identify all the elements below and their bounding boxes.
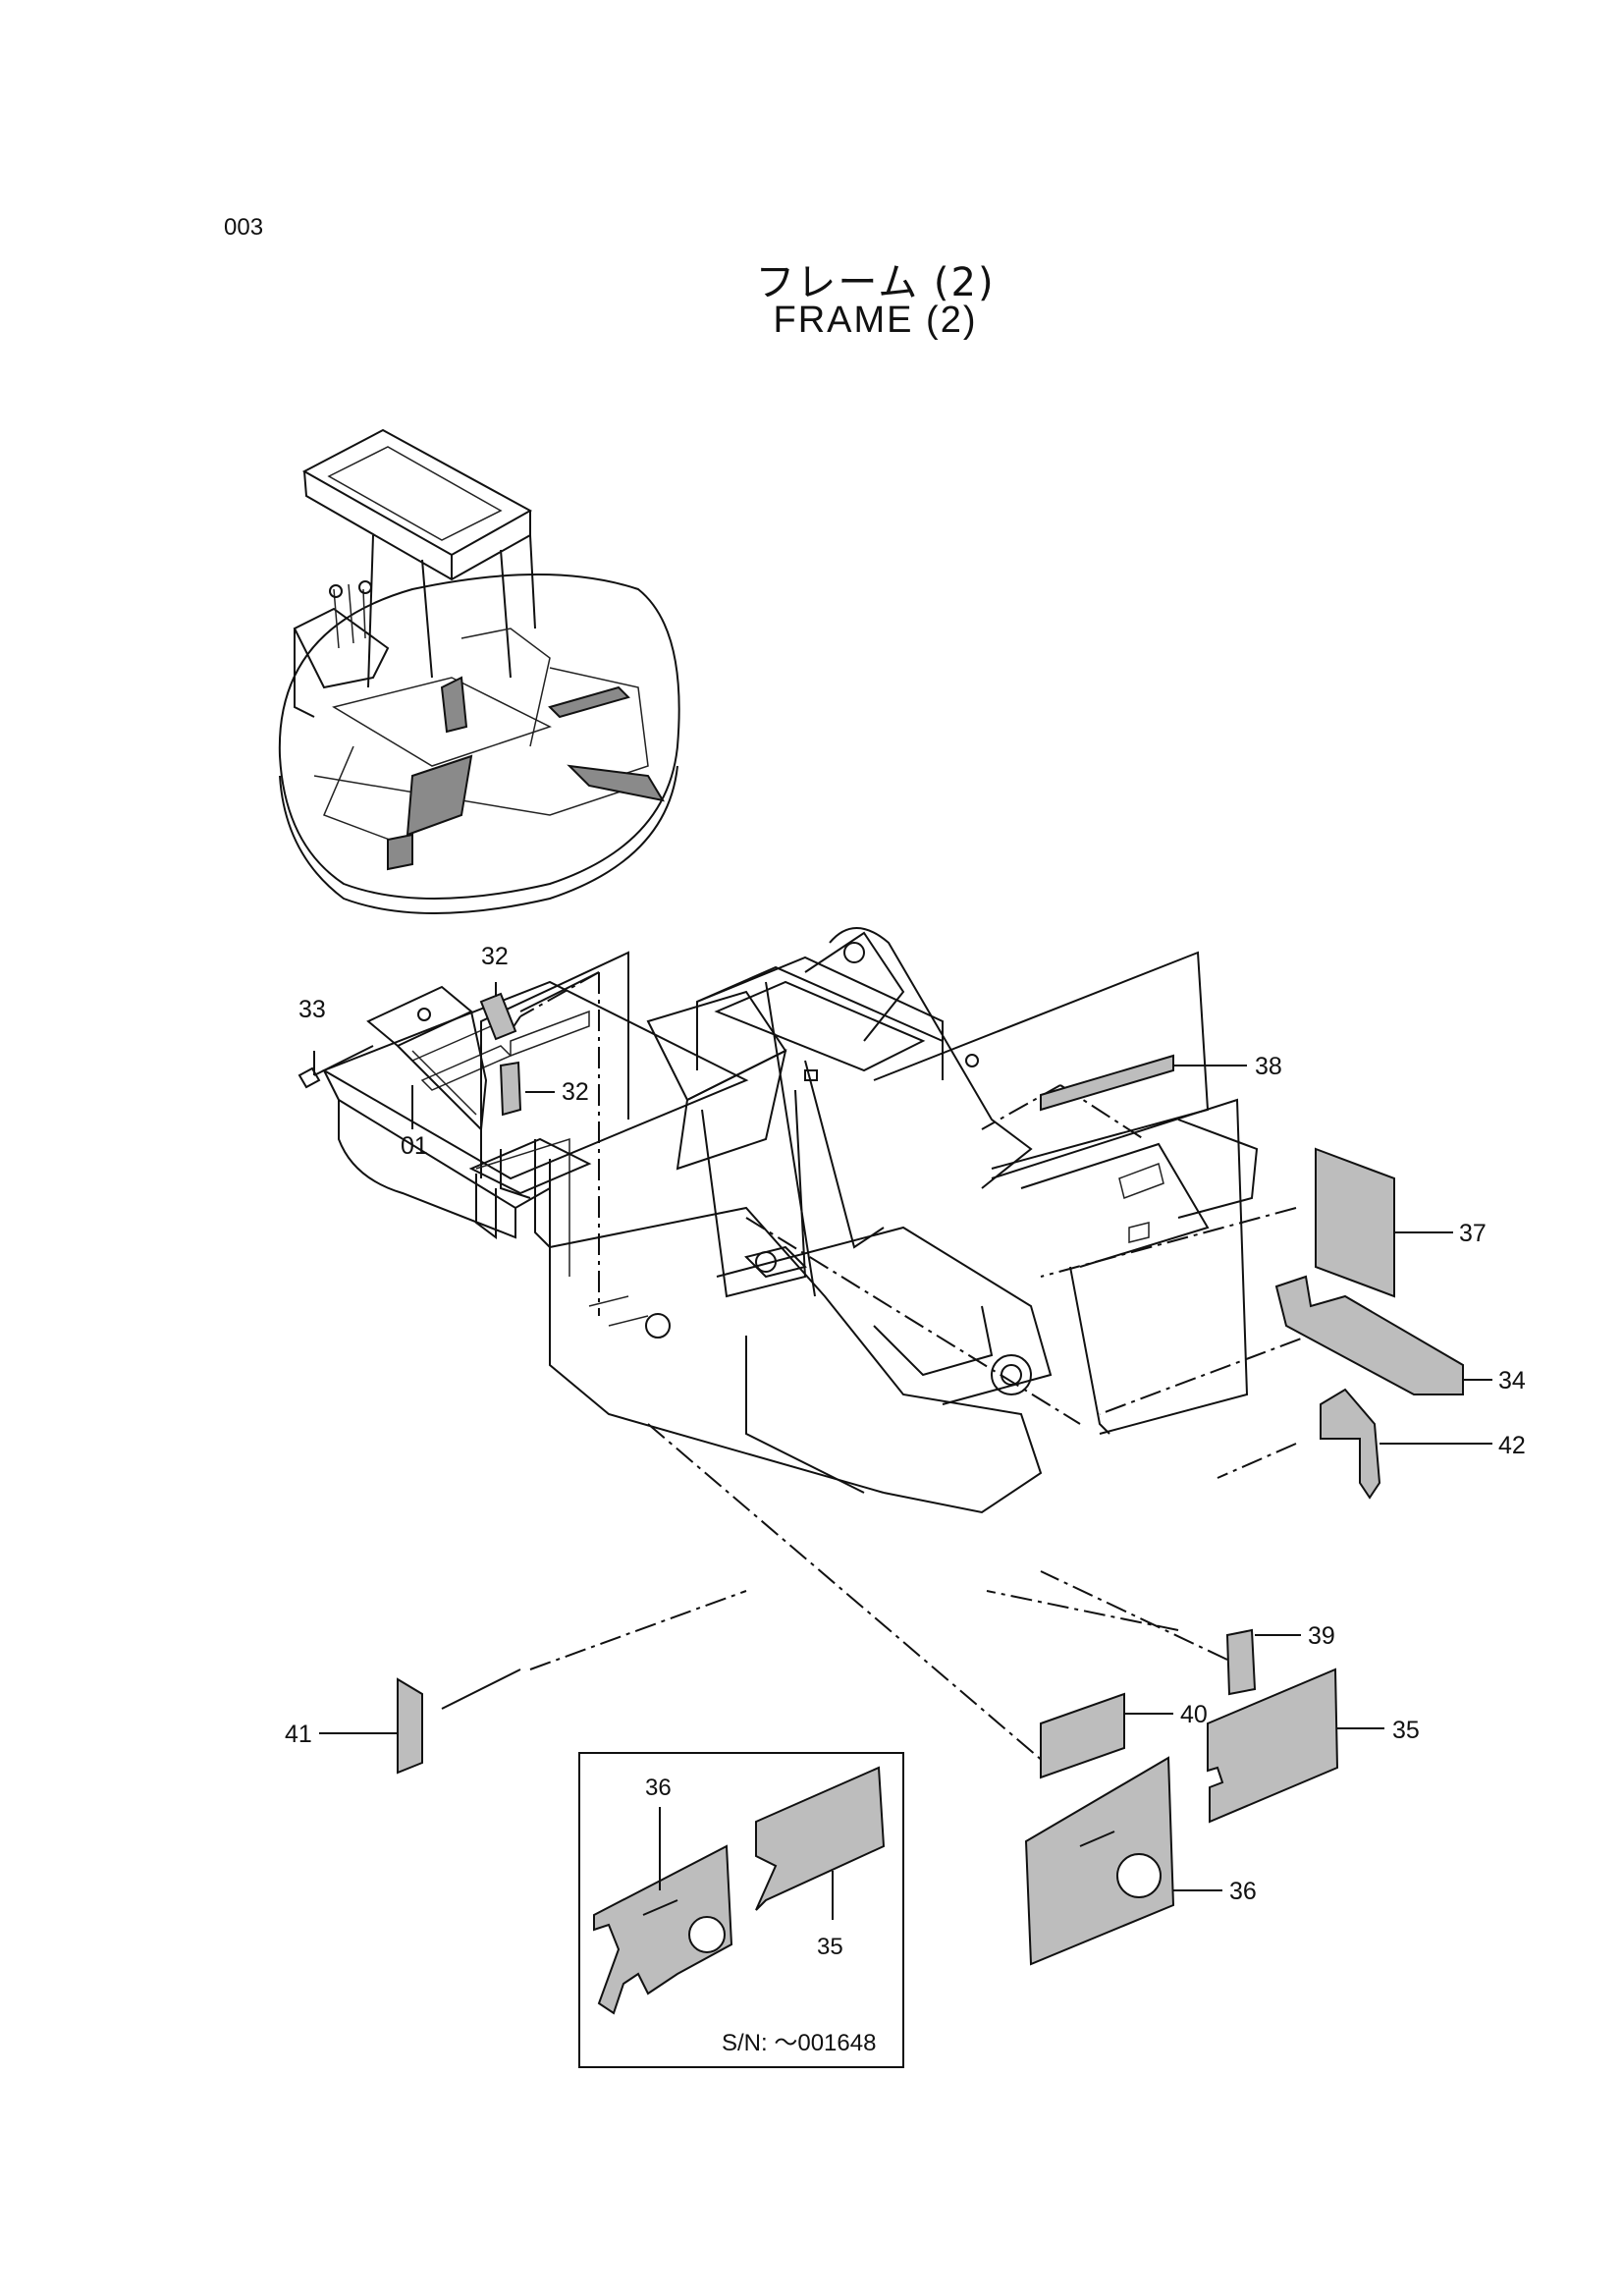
callout-37: 37 bbox=[1459, 1220, 1487, 1247]
part-36-plate bbox=[1024, 1756, 1175, 1966]
callout-42: 42 bbox=[1498, 1432, 1526, 1459]
callout-34: 34 bbox=[1498, 1367, 1526, 1394]
part-42-bracket bbox=[1320, 1388, 1381, 1500]
part-37-plate bbox=[1315, 1147, 1395, 1298]
leader-lines bbox=[441, 971, 1336, 1769]
callout-35: 35 bbox=[1392, 1717, 1420, 1744]
inset-callout-36: 36 bbox=[645, 1775, 672, 1801]
part-40-strip bbox=[1040, 1692, 1125, 1779]
part-41-bracket bbox=[397, 1677, 423, 1775]
part-32-pad-lower bbox=[499, 1061, 522, 1117]
part-35-plate bbox=[1207, 1667, 1339, 1824]
part-39-block bbox=[1225, 1628, 1257, 1696]
callout-32-upper: 32 bbox=[481, 943, 509, 970]
callout-leaders bbox=[313, 982, 1492, 1891]
callout-38: 38 bbox=[1255, 1053, 1282, 1080]
part-32-pad-upper bbox=[479, 992, 517, 1041]
callout-01: 01 bbox=[401, 1132, 428, 1160]
title-english: FRAME (2) bbox=[773, 300, 978, 341]
callout-39: 39 bbox=[1308, 1622, 1335, 1650]
page-number: 003 bbox=[224, 214, 264, 241]
callout-40: 40 bbox=[1180, 1701, 1208, 1728]
callout-41: 41 bbox=[285, 1721, 312, 1748]
callout-33: 33 bbox=[298, 996, 326, 1023]
title-japanese: フレーム (2) bbox=[755, 260, 996, 305]
inset-callout-35: 35 bbox=[817, 1934, 843, 1960]
part-38-strip bbox=[1040, 1054, 1174, 1112]
inset-serial-note: S/N: ～001648 bbox=[722, 2030, 876, 2056]
callout-32-lower: 32 bbox=[562, 1078, 589, 1106]
part-01-plate bbox=[366, 985, 488, 1132]
machine-overview-illustration bbox=[278, 428, 680, 914]
part-34-block bbox=[1274, 1275, 1464, 1395]
part-33-bolt bbox=[298, 1045, 374, 1089]
main-frame-illustration bbox=[321, 927, 1259, 1514]
callout-36: 36 bbox=[1229, 1878, 1257, 1905]
inset-box: 36 35 S/N: ～001648 bbox=[578, 1752, 904, 2068]
